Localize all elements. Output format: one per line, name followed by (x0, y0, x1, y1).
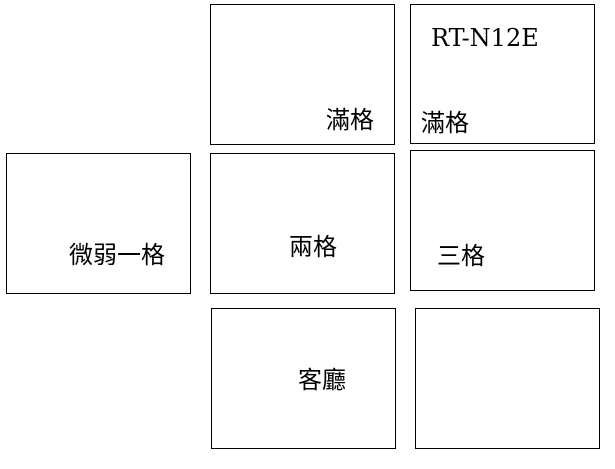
signal-label-middle-right: 三格 (437, 242, 485, 270)
signal-label-middle-left: 微弱一格 (69, 241, 165, 269)
signal-label-top-middle: 滿格 (326, 106, 374, 134)
room-bottom-middle: 客廳 (211, 308, 396, 449)
signal-label-middle-center: 兩格 (289, 233, 337, 261)
room-top-right: RT-N12E 滿格 (410, 4, 595, 144)
room-label-living-room: 客廳 (298, 366, 346, 394)
room-middle-center: 兩格 (210, 153, 395, 294)
router-label: RT-N12E (431, 24, 539, 52)
room-middle-right: 三格 (410, 150, 595, 291)
room-top-middle: 滿格 (210, 4, 395, 145)
room-middle-left: 微弱一格 (6, 153, 191, 294)
signal-label-top-right: 滿格 (421, 109, 469, 137)
room-bottom-right (415, 308, 600, 449)
